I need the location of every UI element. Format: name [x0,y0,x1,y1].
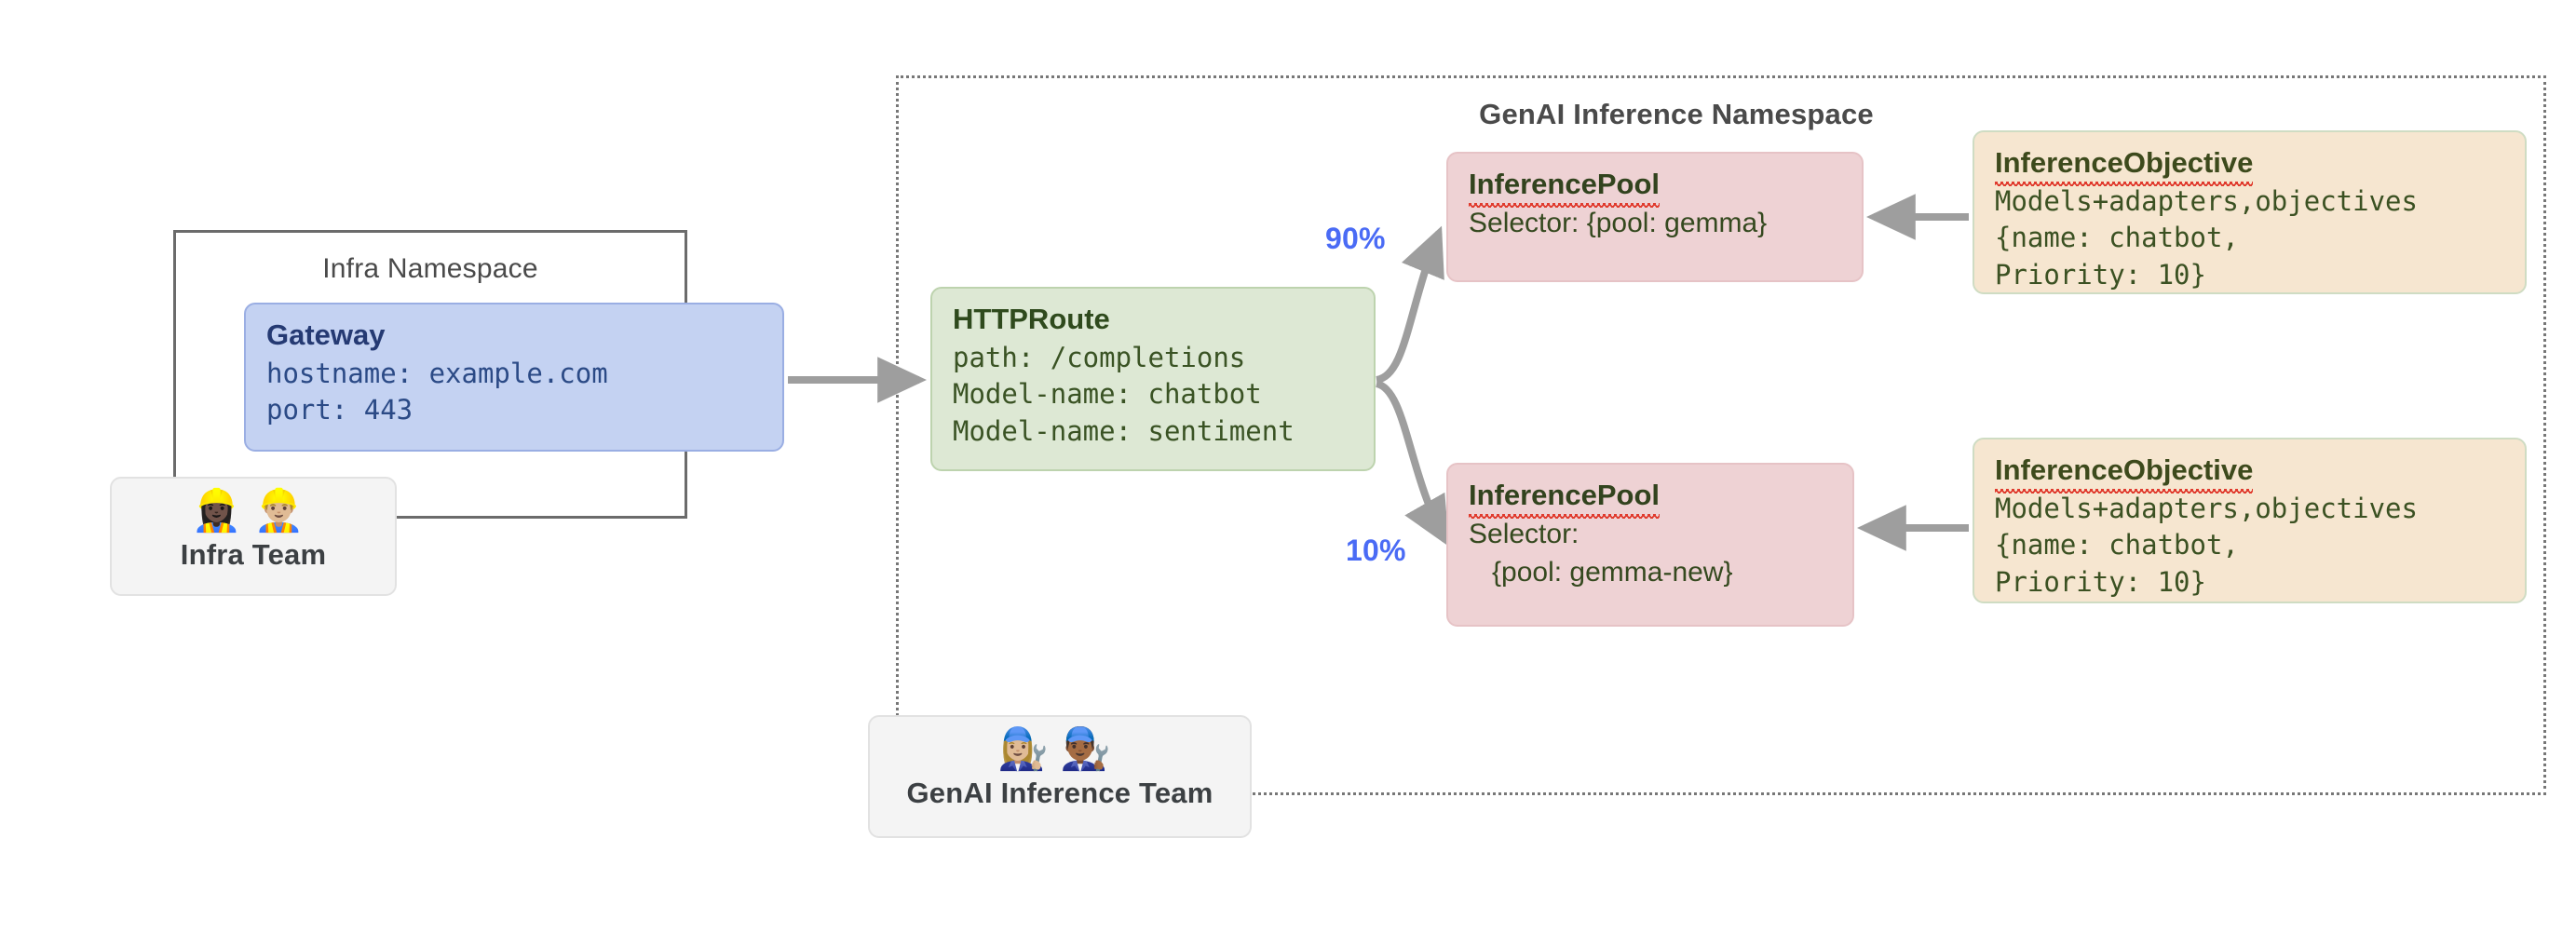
inferenceobjective-card-top[interactable]: InferenceObjective Models+adapters,objec… [1973,130,2527,294]
infra-namespace-label: Infra Namespace [322,253,538,284]
genai-namespace-label: GenAI Inference Namespace [1479,98,1874,130]
inferenceobjective-card-bottom[interactable]: InferenceObjective Models+adapters,objec… [1973,438,2527,603]
inferenceobjective-name: {name: chatbot, [1995,222,2239,254]
inferencepool-title: InferencePool [1469,167,1660,208]
httproute-path: path: /completions [953,341,1246,373]
inferenceobjective-title: InferenceObjective [1995,453,2254,494]
inferenceobjective-models: Models+adapters,objectives [1995,184,2418,217]
inferencepool-selector-value: {pool: gemma-new} [1469,556,1733,588]
genai-team-label: GenAI Inference Team [906,777,1213,810]
inferenceobjective-models: Models+adapters,objectives [1995,492,2418,524]
inferenceobjective-name: {name: chatbot, [1995,529,2239,561]
httproute-title: HTTPRoute [953,303,1110,335]
mechanic-icon: 👩🏼‍🔧👨🏾‍🔧 [997,726,1122,772]
infra-team-chip[interactable]: 👷🏿‍♀️👷🏼‍♂️ Infra Team [110,477,397,596]
inferenceobjective-priority: Priority: 10} [1995,565,2206,598]
gateway-card[interactable]: Gateway hostname: example.com port: 443 [244,303,784,452]
edge-weight-10-label: 10% [1346,534,1406,567]
genai-team-chip[interactable]: 👩🏼‍🔧👨🏾‍🔧 GenAI Inference Team [868,715,1252,838]
genai-namespace-boundary [896,75,2546,795]
inferencepool-selector: Selector: {pool: gemma} [1469,207,1768,238]
gateway-port: port: 443 [266,394,414,426]
gateway-hostname: hostname: example.com [266,357,608,389]
httproute-model-name-chatbot: Model-name: chatbot [953,378,1262,411]
inferencepool-title: InferencePool [1469,478,1660,519]
construction-worker-icon: 👷🏿‍♀️👷🏼‍♂️ [191,488,316,534]
inferenceobjective-title: InferenceObjective [1995,145,2254,186]
inferencepool-card-gemma-new[interactable]: InferencePool Selector: {pool: gemma-new… [1446,463,1854,627]
infra-team-label: Infra Team [180,538,327,572]
inferenceobjective-priority: Priority: 10} [1995,258,2206,291]
httproute-card[interactable]: HTTPRoute path: /completions Model-name:… [930,287,1376,471]
edge-weight-90-label: 90% [1325,222,1386,255]
gateway-title: Gateway [266,318,386,351]
inferencepool-selector-label: Selector: [1469,518,1579,549]
httproute-model-name-sentiment: Model-name: sentiment [953,414,1295,447]
inferencepool-card-gemma[interactable]: InferencePool Selector: {pool: gemma} [1446,152,1864,282]
